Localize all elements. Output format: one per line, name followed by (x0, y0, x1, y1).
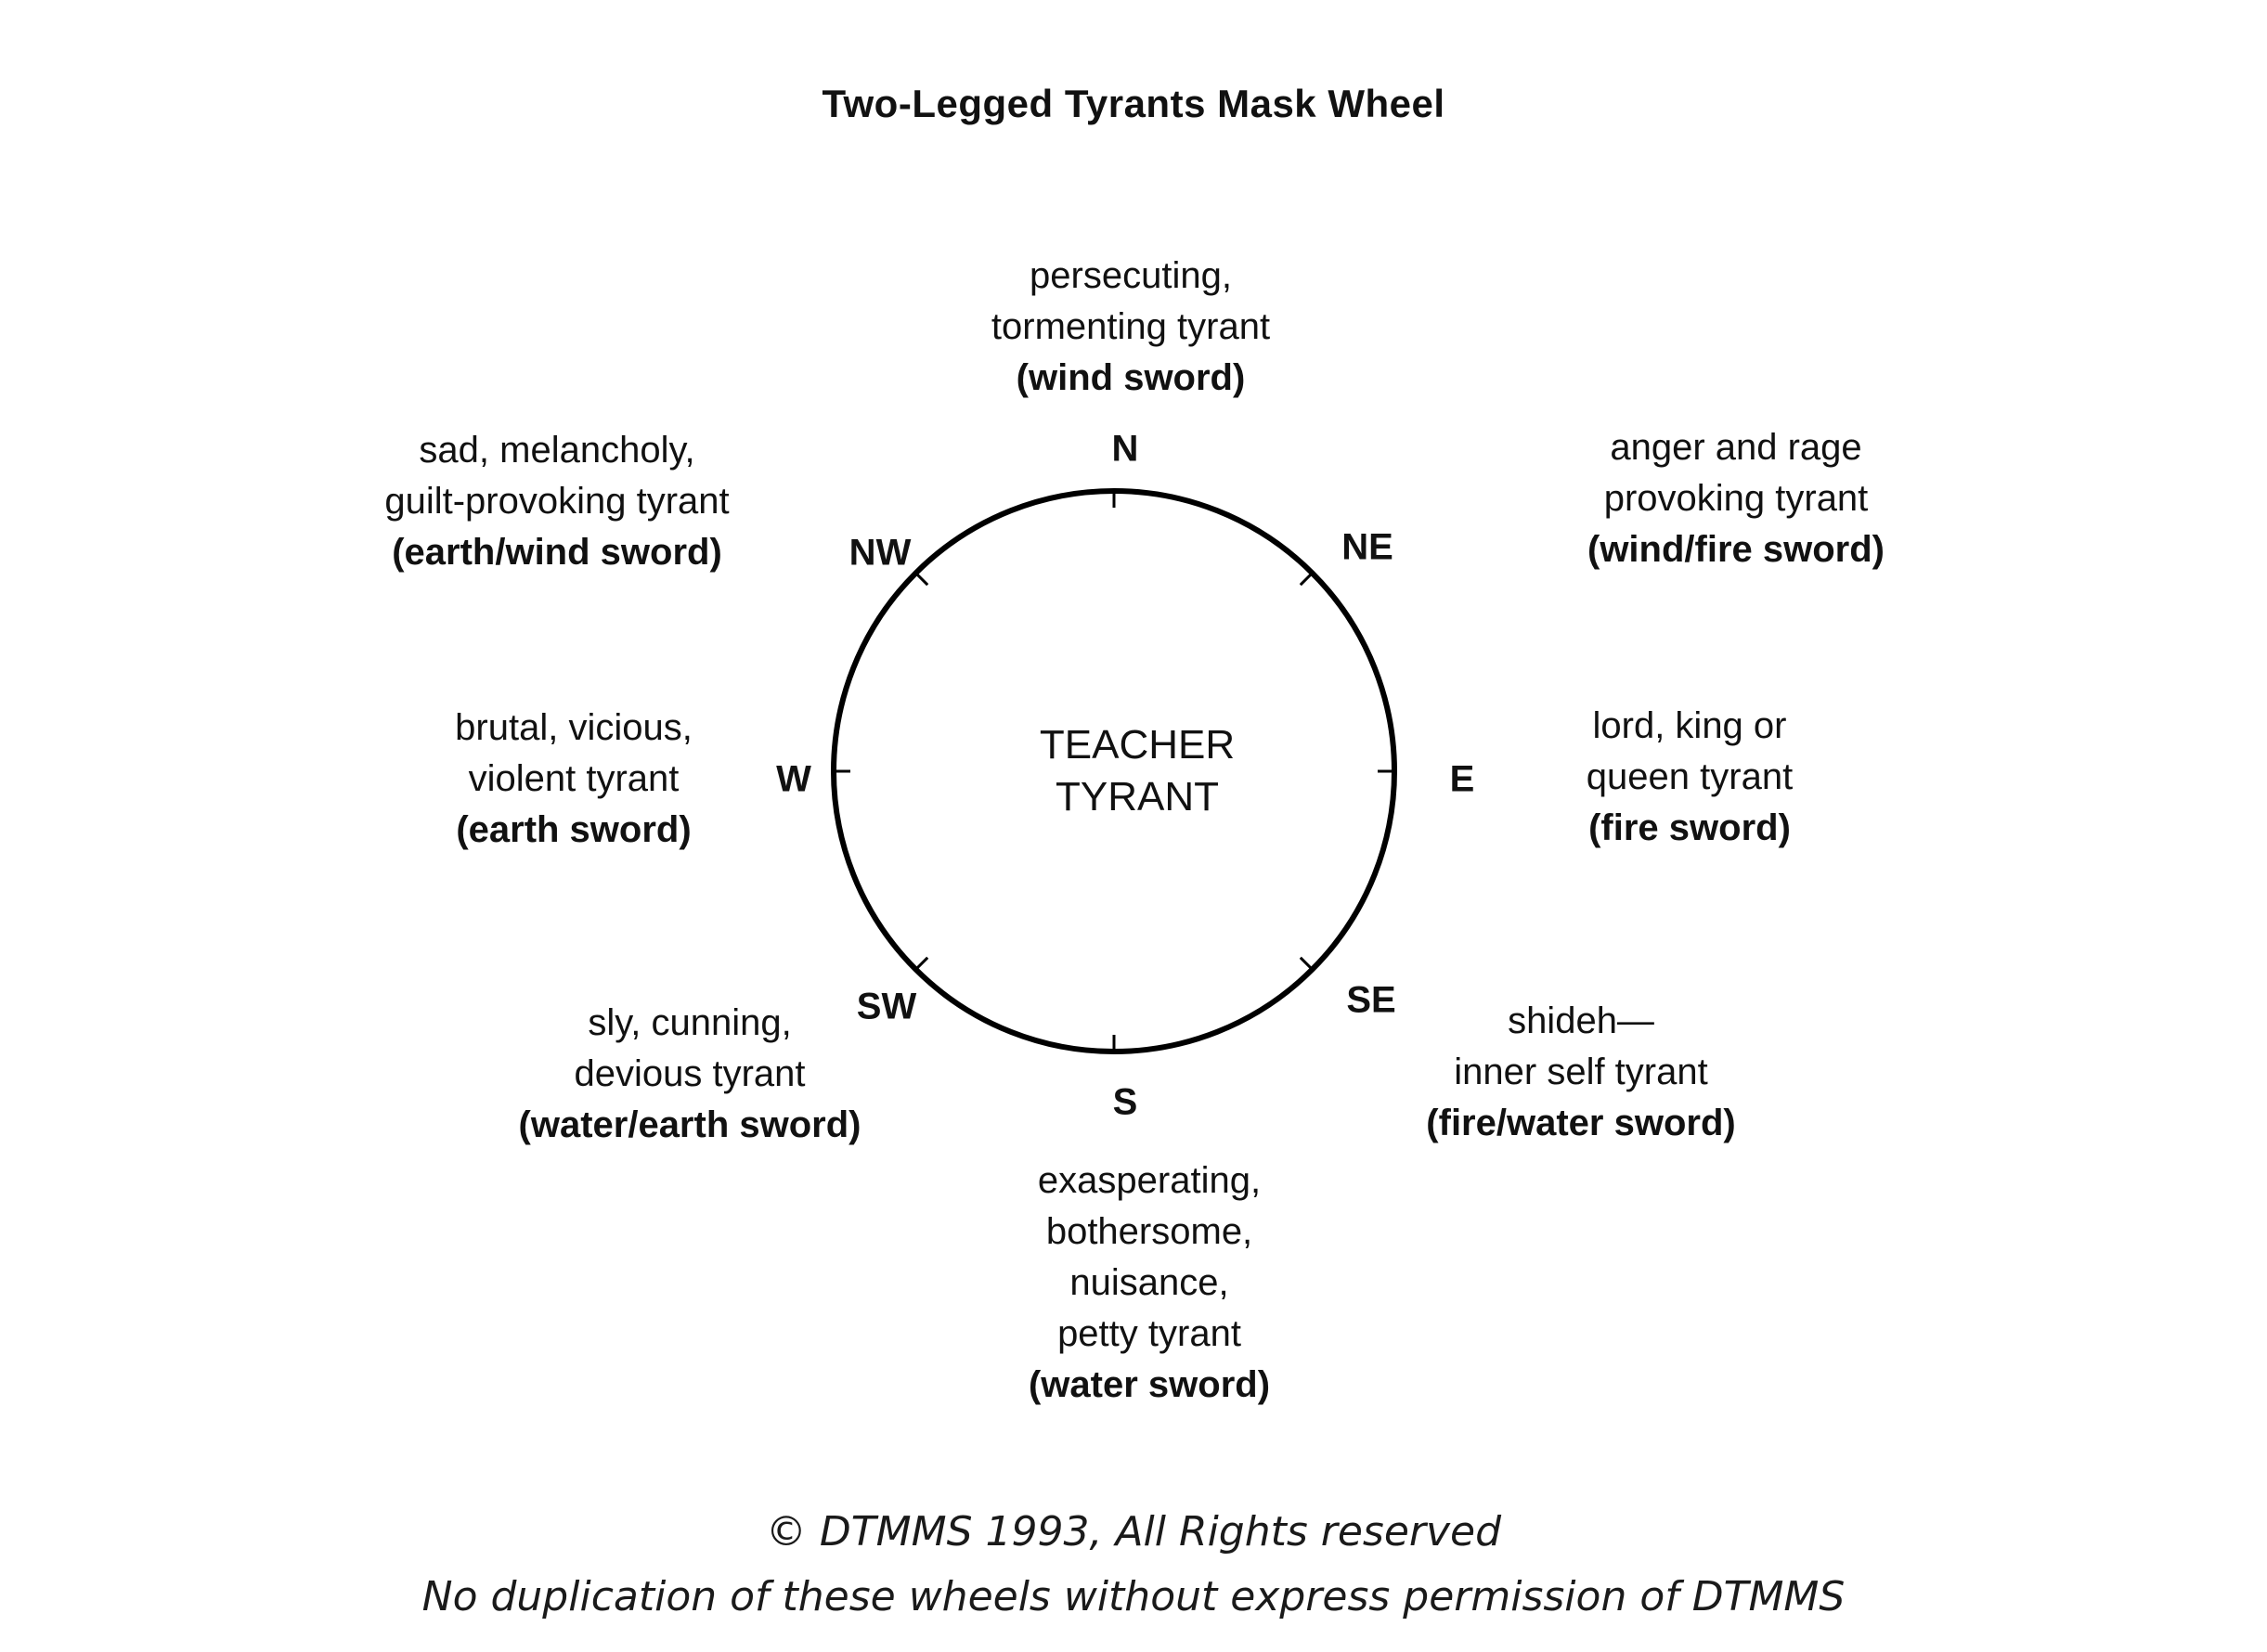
mask-w-line1: brutal, vicious, (455, 707, 693, 748)
mask-n-line1: persecuting, (1030, 255, 1232, 296)
mask-nw-sword: (earth/wind sword) (392, 532, 722, 573)
mask-n: persecuting, tormenting tyrant (wind swo… (945, 251, 1316, 404)
mask-w: brutal, vicious, violent tyrant (earth s… (388, 703, 759, 856)
mask-sw: sly, cunning, devious tyrant (water/eart… (504, 998, 875, 1151)
mask-nw-line2: guilt-provoking tyrant (384, 481, 730, 522)
mask-sw-line1: sly, cunning, (588, 1002, 792, 1043)
mask-ne-line2: provoking tyrant (1603, 478, 1869, 519)
mask-sw-sword: (water/earth sword) (518, 1104, 861, 1145)
diagram-title: Two-Legged Tyrants Mask Wheel (822, 82, 1445, 125)
direction-ne: NE (1341, 526, 1393, 568)
mask-s-line2: bothersome, (1045, 1211, 1253, 1252)
direction-e: E (1449, 758, 1475, 800)
mask-w-line2: violent tyrant (468, 758, 680, 799)
mask-e-line1: lord, king or (1592, 705, 1787, 746)
mask-n-line2: tormenting tyrant (991, 306, 1271, 347)
mask-se-sword: (fire/water sword) (1426, 1103, 1736, 1143)
mask-s-line3: nuisance, (1069, 1262, 1229, 1303)
tick-nw (914, 572, 929, 587)
mask-sw-line2: devious tyrant (574, 1053, 806, 1094)
direction-nw: NW (849, 532, 912, 574)
mask-s-line4: petty tyrant (1057, 1313, 1241, 1354)
center-label-line2: TYRANT (1056, 774, 1219, 820)
mask-se-line1: shideh— (1508, 1000, 1654, 1041)
mask-w-sword: (earth sword) (456, 809, 692, 850)
direction-n: N (1111, 428, 1139, 470)
mask-ne-sword: (wind/fire sword) (1587, 529, 1885, 570)
direction-sw: SW (856, 986, 917, 1027)
mask-nw: sad, melancholy, guilt-provoking tyrant … (353, 425, 761, 578)
direction-se: SE (1346, 979, 1396, 1021)
copyright-notice: © DTMMS 1993, All Rights reserved (765, 1508, 1502, 1555)
mask-nw-line1: sad, melancholy, (419, 430, 695, 471)
mask-e-line2: queen tyrant (1586, 756, 1794, 797)
tick-sw (914, 956, 929, 971)
tick-ne (1299, 572, 1314, 587)
mask-ne-line1: anger and rage (1610, 427, 1862, 468)
mask-e-sword: (fire sword) (1588, 807, 1791, 848)
direction-w: W (776, 758, 811, 800)
mask-n-sword: (wind sword) (1016, 357, 1246, 398)
mask-se: shideh— inner self tyrant (fire/water sw… (1395, 996, 1767, 1149)
center-label: TEACHER TYRANT (928, 719, 1346, 823)
mask-se-line2: inner self tyrant (1454, 1052, 1708, 1092)
tick-se (1299, 956, 1314, 971)
mask-e: lord, king or queen tyrant (fire sword) (1504, 701, 1875, 854)
mask-s-sword: (water sword) (1028, 1364, 1271, 1405)
direction-s: S (1112, 1081, 1138, 1123)
duplication-notice: No duplication of these wheels without e… (421, 1573, 1846, 1620)
center-label-line1: TEACHER (1039, 722, 1236, 768)
mask-ne: anger and rage provoking tyrant (wind/fi… (1550, 422, 1922, 575)
mask-s: exasperating, bothersome, nuisance, pett… (964, 1155, 1335, 1411)
mask-s-line1: exasperating, (1037, 1160, 1262, 1201)
